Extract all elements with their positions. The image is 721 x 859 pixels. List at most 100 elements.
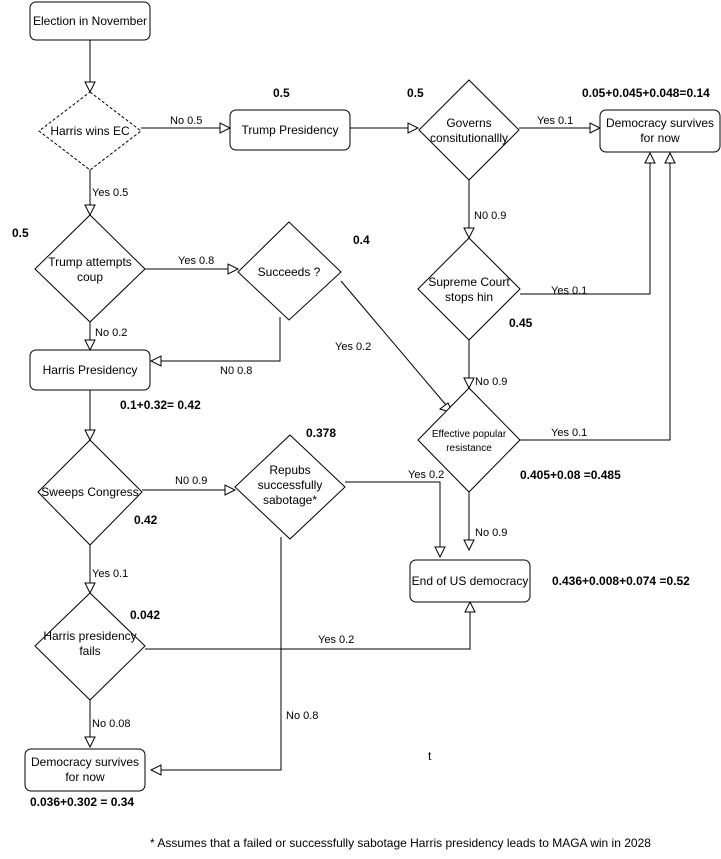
node-label: Harris Presidency [43,363,138,377]
prob-democracy-top: 0.05+0.045+0.048=0.14 [582,86,710,100]
edge-label-yes-01-resist: Yes 0.1 [551,427,587,439]
arrowhead [84,81,96,94]
node-election-in-november: Election in November [29,1,151,41]
prob-sabotage: 0.378 [306,426,336,440]
node-label: Succeeds ? [258,265,321,279]
arrowhead [149,764,162,776]
node-label-line-2: for now [640,131,680,145]
edge-harris-fails-to-end-democracy [145,612,471,650]
node-succeeds: Succeeds ? [237,221,342,321]
node-label-line-2: consitutionallly [430,131,508,145]
edge-label-no-09-court: No 0.9 [475,376,507,388]
node-label-line-1: Trump attempts [48,255,132,269]
probability-labels: 0.5 0.5 0.05+0.045+0.048=0.14 0.5 0.4 0.… [12,86,710,809]
node-label-line-1: Repubs [269,463,310,477]
node-democracy-survives-bottom: Democracy survives for now [24,748,146,792]
edge-sabotage-to-end-democracy [345,481,441,547]
node-label: Trump Presidency [242,123,339,137]
arrowhead [84,204,96,217]
edge-label-yes-01-sweeps: Yes 0.1 [92,568,128,580]
node-harris-wins-ec: Harris wins EC [38,91,142,171]
node-label-line-3: sabotage* [263,493,317,507]
edge-label-yes-02-succeeds: Yes 0.2 [335,341,371,353]
arrowhead [219,122,232,134]
edges [84,40,676,776]
edge-label-yes-01-court: Yes 0.1 [551,285,587,297]
node-label-line-2: successfully [258,478,323,492]
edge-label-n0-09-governs: N0 0.9 [474,210,506,222]
arrowhead [644,151,656,164]
arrowhead [463,377,475,390]
node-label-line-1: Democracy survives [31,755,139,769]
node-label: Sweeps Congress [41,485,138,499]
node-trump-attempts-coup: Trump attempts coup [34,214,146,323]
edge-label-no-05: No 0.5 [170,115,202,127]
prob-succeeds: 0.4 [353,233,370,247]
arrowhead [664,151,676,164]
edge-label-yes-02-sabotage: Yes 0.2 [408,469,444,481]
node-harris-presidency-fails: Harris presidency fails [34,592,146,701]
node-label-line-2: fails [79,644,100,658]
node-sweeps-congress: Sweeps Congress [37,439,143,546]
prob-fails: 0.042 [130,608,160,622]
node-label-line-1: Democracy survives [606,116,714,130]
arrowhead [224,484,237,496]
node-label-line-2: for now [65,770,105,784]
arrowhead [84,429,96,442]
arrowhead [463,539,475,552]
prob-end-democracy: 0.436+0.008+0.074 =0.52 [552,574,690,588]
arrowhead [84,339,96,352]
edge-supreme-court-to-democracy-top [520,163,651,295]
node-harris-presidency: Harris Presidency [29,349,151,391]
node-label: Harris wins EC [50,124,130,138]
node-label-line-2: coup [77,270,103,284]
edge-succeeds-to-resistance [340,280,447,406]
prob-governs: 0.5 [407,86,424,100]
node-democracy-survives-top: Democracy survives for now [599,109,721,153]
arrowhead [464,600,476,613]
node-label-line-1: Supreme Court [428,275,510,289]
prob-coup: 0.5 [12,226,29,240]
arrowhead [463,227,475,240]
node-label-line-2: stops hin [445,290,493,304]
arrowhead [149,355,162,367]
prob-sweeps: 0.42 [134,513,158,527]
prob-harris-presidency: 0.1+0.32= 0.42 [120,398,201,412]
footnote: * Assumes that a failed or successfully … [150,836,651,850]
prob-supreme-court: 0.45 [509,316,533,330]
arrowhead [407,122,420,134]
node-label: End of US democracy [412,574,529,588]
arrowhead [434,546,446,559]
node-trump-presidency: Trump Presidency [229,109,351,151]
node-governs-constitutionally: Governs consitutionallly [418,79,520,181]
edge-label-no-02-coup: No 0.2 [95,327,127,339]
arrowhead [227,263,240,275]
node-label-line-2: resistance [446,443,492,454]
node-label-line-1: Effective popular [432,429,507,440]
edge-label-yes-01-governs: Yes 0.1 [537,115,573,127]
edge-label-yes-02-fails: Yes 0.2 [318,634,354,646]
edge-label-yes-08-coup: Yes 0.8 [178,255,214,267]
node-label-line-1: Governs [446,116,491,130]
node-effective-popular-resistance: Effective popular resistance [417,387,521,493]
prob-trump-presidency: 0.5 [273,86,290,100]
stray-mark: t [428,749,432,763]
edge-label-no-08-sabotage: No 0.8 [286,710,318,722]
node-supreme-court: Supreme Court stops hin [417,237,521,341]
node-end-of-us-democracy: End of US democracy [409,559,531,603]
prob-resistance: 0.405+0.08 =0.485 [520,468,621,482]
prob-democracy-bottom: 0.036+0.302 = 0.34 [30,795,134,809]
node-repubs-sabotage: Repubs successfully sabotage* [234,434,346,540]
node-label: Election in November [33,14,147,28]
arrowhead [84,582,96,595]
edge-sabotage-to-democracy-bottom [161,537,282,771]
edge-label-no-008-fails: No 0.08 [92,718,131,730]
arrowhead [589,122,602,134]
edge-label-n0-08-succeeds: N0 0.8 [220,365,252,377]
nodes: Election in November Harris wins EC Trum… [24,1,721,792]
arrowhead [84,736,96,749]
edge-label-yes-05: Yes 0.5 [92,187,128,199]
edge-resistance-to-democracy-top [520,163,671,441]
node-label-line-1: Harris presidency [43,629,136,643]
